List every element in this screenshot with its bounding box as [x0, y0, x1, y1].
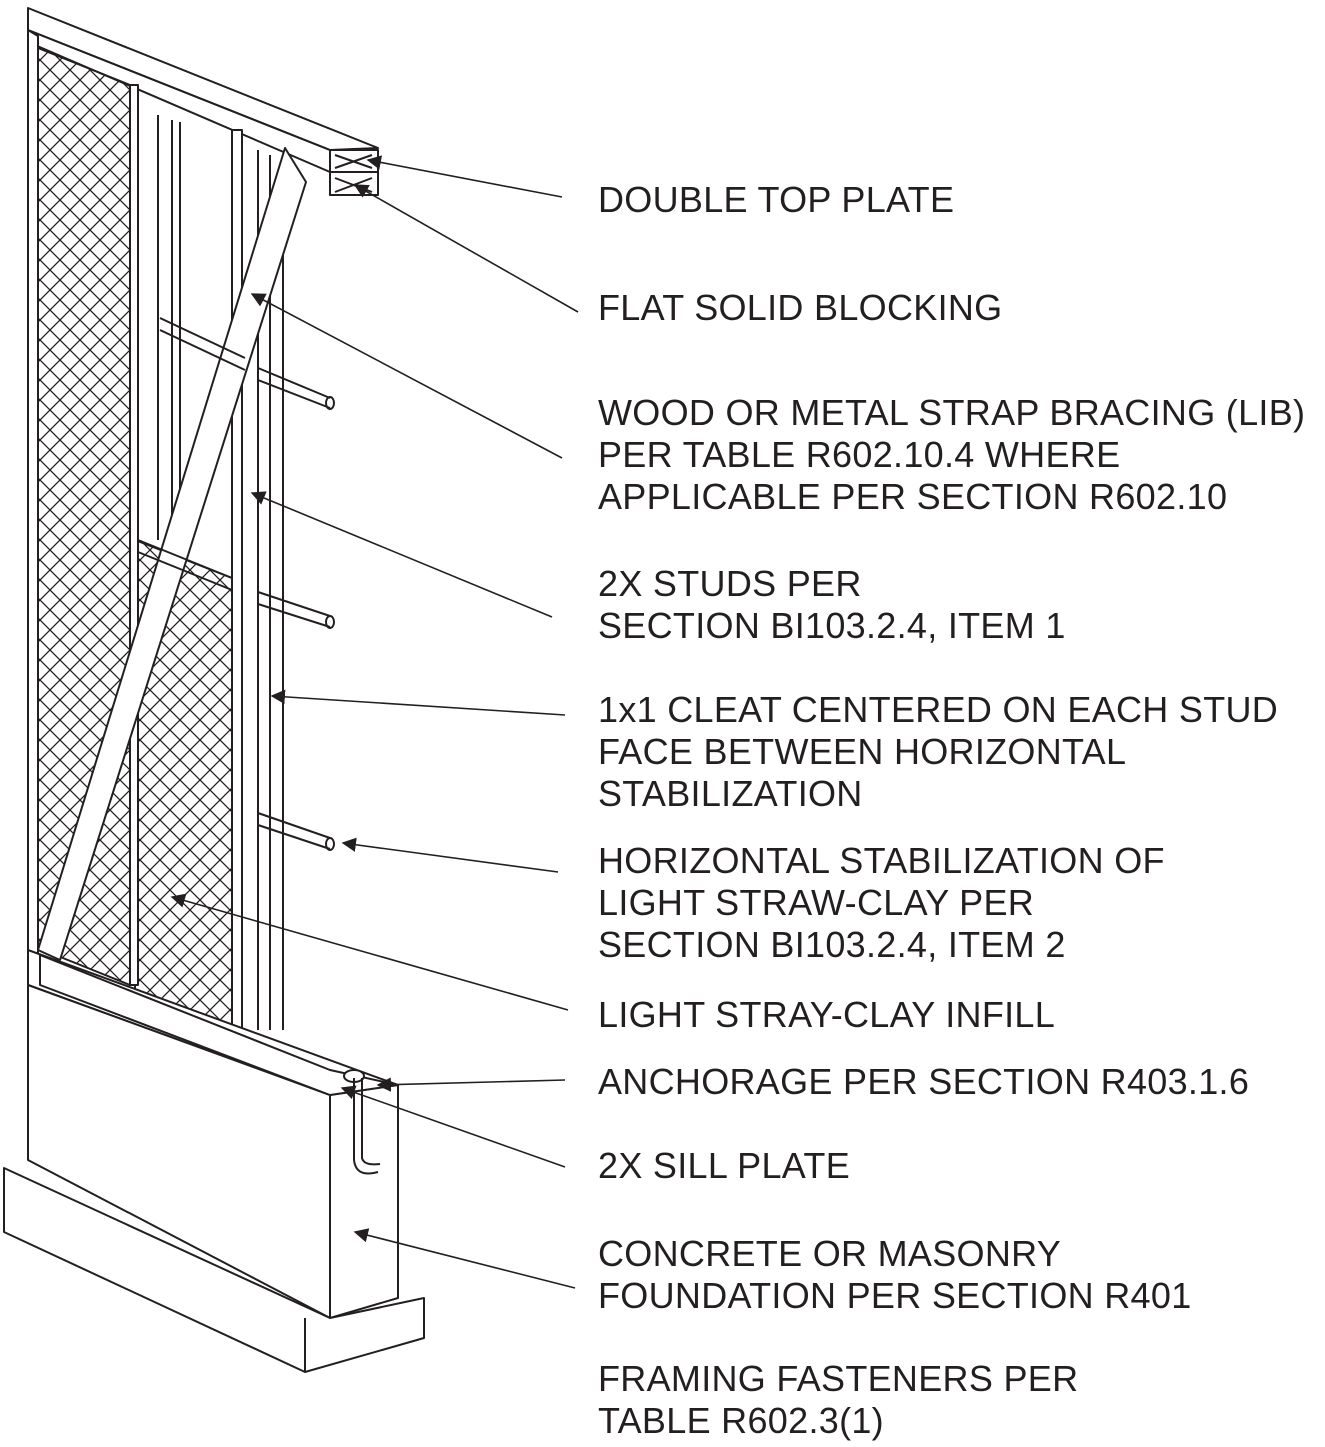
anchor-bolt [343, 1069, 381, 1175]
label-sill-plate: 2X SILL PLATE [598, 1145, 851, 1186]
label-anchorage: ANCHORAGE PER SECTION R403.1.6 [598, 1061, 1250, 1102]
leader-flat-blocking [353, 184, 579, 313]
label-horizontal-stabilization: HORIZONTAL STABILIZATION OF LIGHT STRAW-… [598, 840, 1165, 965]
stud-left [129, 84, 181, 986]
leader-strap-bracing [250, 293, 563, 459]
end-stud [27, 29, 39, 956]
leader-anchorage [376, 1077, 566, 1092]
label-double-top-plate: DOUBLE TOP PLATE [598, 179, 955, 220]
horizontal-stabilization [137, 317, 335, 851]
leader-double-top-plate [366, 155, 563, 198]
label-studs: 2X STUDS PER SECTION BI103.2.4, ITEM 1 [598, 563, 1066, 646]
leader-studs [250, 491, 553, 618]
leader-foundation [353, 1228, 576, 1289]
leader-infill [170, 893, 569, 1011]
label-strap-bracing: WOOD OR METAL STRAP BRACING (LIB) PER TA… [598, 392, 1306, 517]
leader-sill-plate [340, 1085, 566, 1168]
leader-cleat [270, 689, 566, 716]
leader-horizontal-stabilization [341, 837, 559, 873]
label-flat-solid-blocking: FLAT SOLID BLOCKING [598, 287, 1003, 328]
double-top-plate [27, 7, 379, 196]
label-cleat: 1x1 CLEAT CENTERED ON EACH STUD FACE BET… [598, 689, 1279, 814]
label-infill: LIGHT STRAY-CLAY INFILL [598, 994, 1056, 1035]
label-fasteners: FRAMING FASTENERS PER TABLE R602.3(1) [598, 1358, 1079, 1441]
label-foundation: CONCRETE OR MASONRY FOUNDATION PER SECTI… [598, 1233, 1192, 1316]
